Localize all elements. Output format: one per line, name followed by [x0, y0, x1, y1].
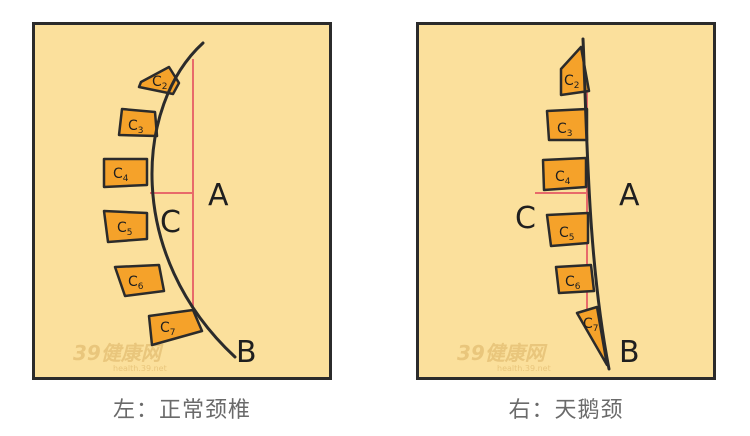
- label-c: C: [160, 205, 181, 240]
- svg-text:C6: C6: [565, 274, 581, 292]
- vertebra-c5: C5: [102, 209, 149, 244]
- svg-text:C3: C3: [557, 121, 573, 139]
- watermark-url: health.39.net: [497, 364, 551, 373]
- svg-text:C5: C5: [559, 225, 575, 243]
- svg-text:C7: C7: [160, 320, 176, 338]
- svg-text:C4: C4: [555, 169, 571, 187]
- vertebra-c2: C2: [559, 45, 591, 97]
- swan-neck-diagram: 39健康网 health.39.net C2 C3 C4 C5 C6 C7: [457, 37, 640, 373]
- label-a: A: [619, 178, 640, 213]
- label-b: B: [236, 335, 257, 370]
- watermark: 39健康网: [73, 341, 164, 365]
- label-a: A: [208, 178, 229, 213]
- vertebra-c4: C4: [102, 157, 149, 189]
- svg-text:C2: C2: [152, 74, 168, 92]
- vertebra-c7: C7: [147, 308, 204, 347]
- svg-text:C4: C4: [113, 166, 129, 184]
- watermark-url: health.39.net: [113, 364, 167, 373]
- svg-text:C5: C5: [117, 220, 133, 238]
- swan-neck-panel: 39健康网 health.39.net C2 C3 C4 C5 C6 C7: [416, 22, 716, 380]
- vertebra-c5: C5: [545, 211, 590, 248]
- vertebra-c6: C6: [113, 263, 166, 298]
- label-c: C: [515, 201, 536, 236]
- watermark: 39健康网: [457, 341, 548, 365]
- spine-curve: [581, 37, 611, 371]
- swan-neck-caption: 右：天鹅颈: [508, 398, 624, 423]
- normal-spine-diagram: 39健康网 health.39.net C2 C3 C4 C5 C6 C7: [73, 41, 257, 373]
- svg-text:C3: C3: [128, 118, 144, 136]
- normal-spine-panel: 39健康网 health.39.net C2 C3 C4 C5 C6 C7: [32, 22, 332, 380]
- svg-text:C6: C6: [128, 274, 144, 292]
- normal-spine-caption: 左：正常颈椎: [112, 398, 251, 423]
- spine-curve: [150, 41, 237, 359]
- vertebra-c6: C6: [554, 263, 596, 295]
- vertebra-c3: C3: [117, 107, 159, 138]
- svg-text:C7: C7: [583, 316, 599, 334]
- vertebra-c3: C3: [545, 107, 589, 142]
- vertebra-c4: C4: [541, 156, 588, 192]
- vertebra-c2: C2: [137, 65, 181, 96]
- label-b: B: [619, 335, 640, 370]
- svg-text:C2: C2: [564, 73, 580, 91]
